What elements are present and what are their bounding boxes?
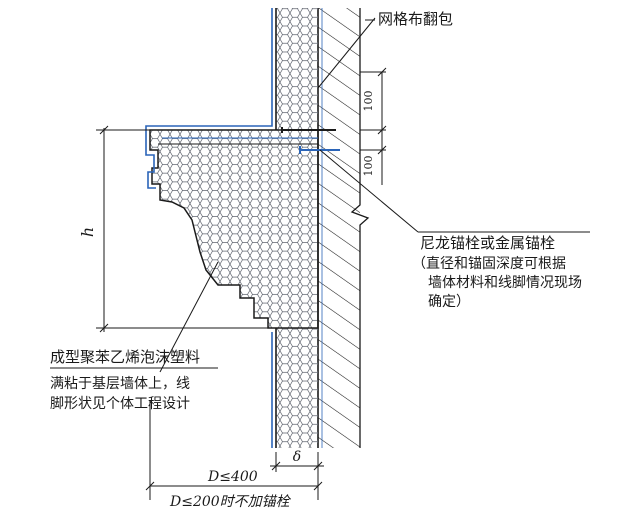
dim-spacing-lower: 100: [362, 156, 375, 177]
dim-spacing-upper: 100: [362, 91, 375, 112]
mesh-wrap-line-top: [145, 8, 273, 189]
label-anchor-title: 尼龙锚栓或金属锚栓: [420, 234, 555, 252]
label-anchor-note-1: （直径和锚固深度可根据: [412, 255, 566, 272]
label-anchor-note-2: 墙体材料和线脚情况现场: [428, 275, 582, 291]
dimension-lines: [96, 67, 387, 500]
base-wall: [317, 8, 370, 448]
label-eps-note-2: 脚形状见个体工程设计: [50, 396, 190, 412]
dim-no-anchor-condition: D≤200时不加锚栓: [169, 494, 292, 510]
eps-cornice-profile: [145, 8, 323, 448]
insulation-layer-lower: [275, 328, 318, 448]
label-anchor-note-3: 确定）: [428, 294, 470, 310]
insulation-layer-upper: [275, 8, 318, 130]
anchor-upper: [281, 127, 336, 133]
dim-height: h: [78, 227, 97, 237]
dim-projection: D≤400: [207, 469, 258, 485]
label-eps-title: 成型聚苯乙烯泡沫塑料: [50, 348, 200, 366]
label-eps-note-1: 满粘于基层墙体上，线: [50, 375, 190, 392]
leader-lines: [159, 17, 590, 373]
dim-thickness: δ: [293, 449, 301, 465]
label-mesh-wrap: 网格布翻包: [378, 10, 453, 28]
